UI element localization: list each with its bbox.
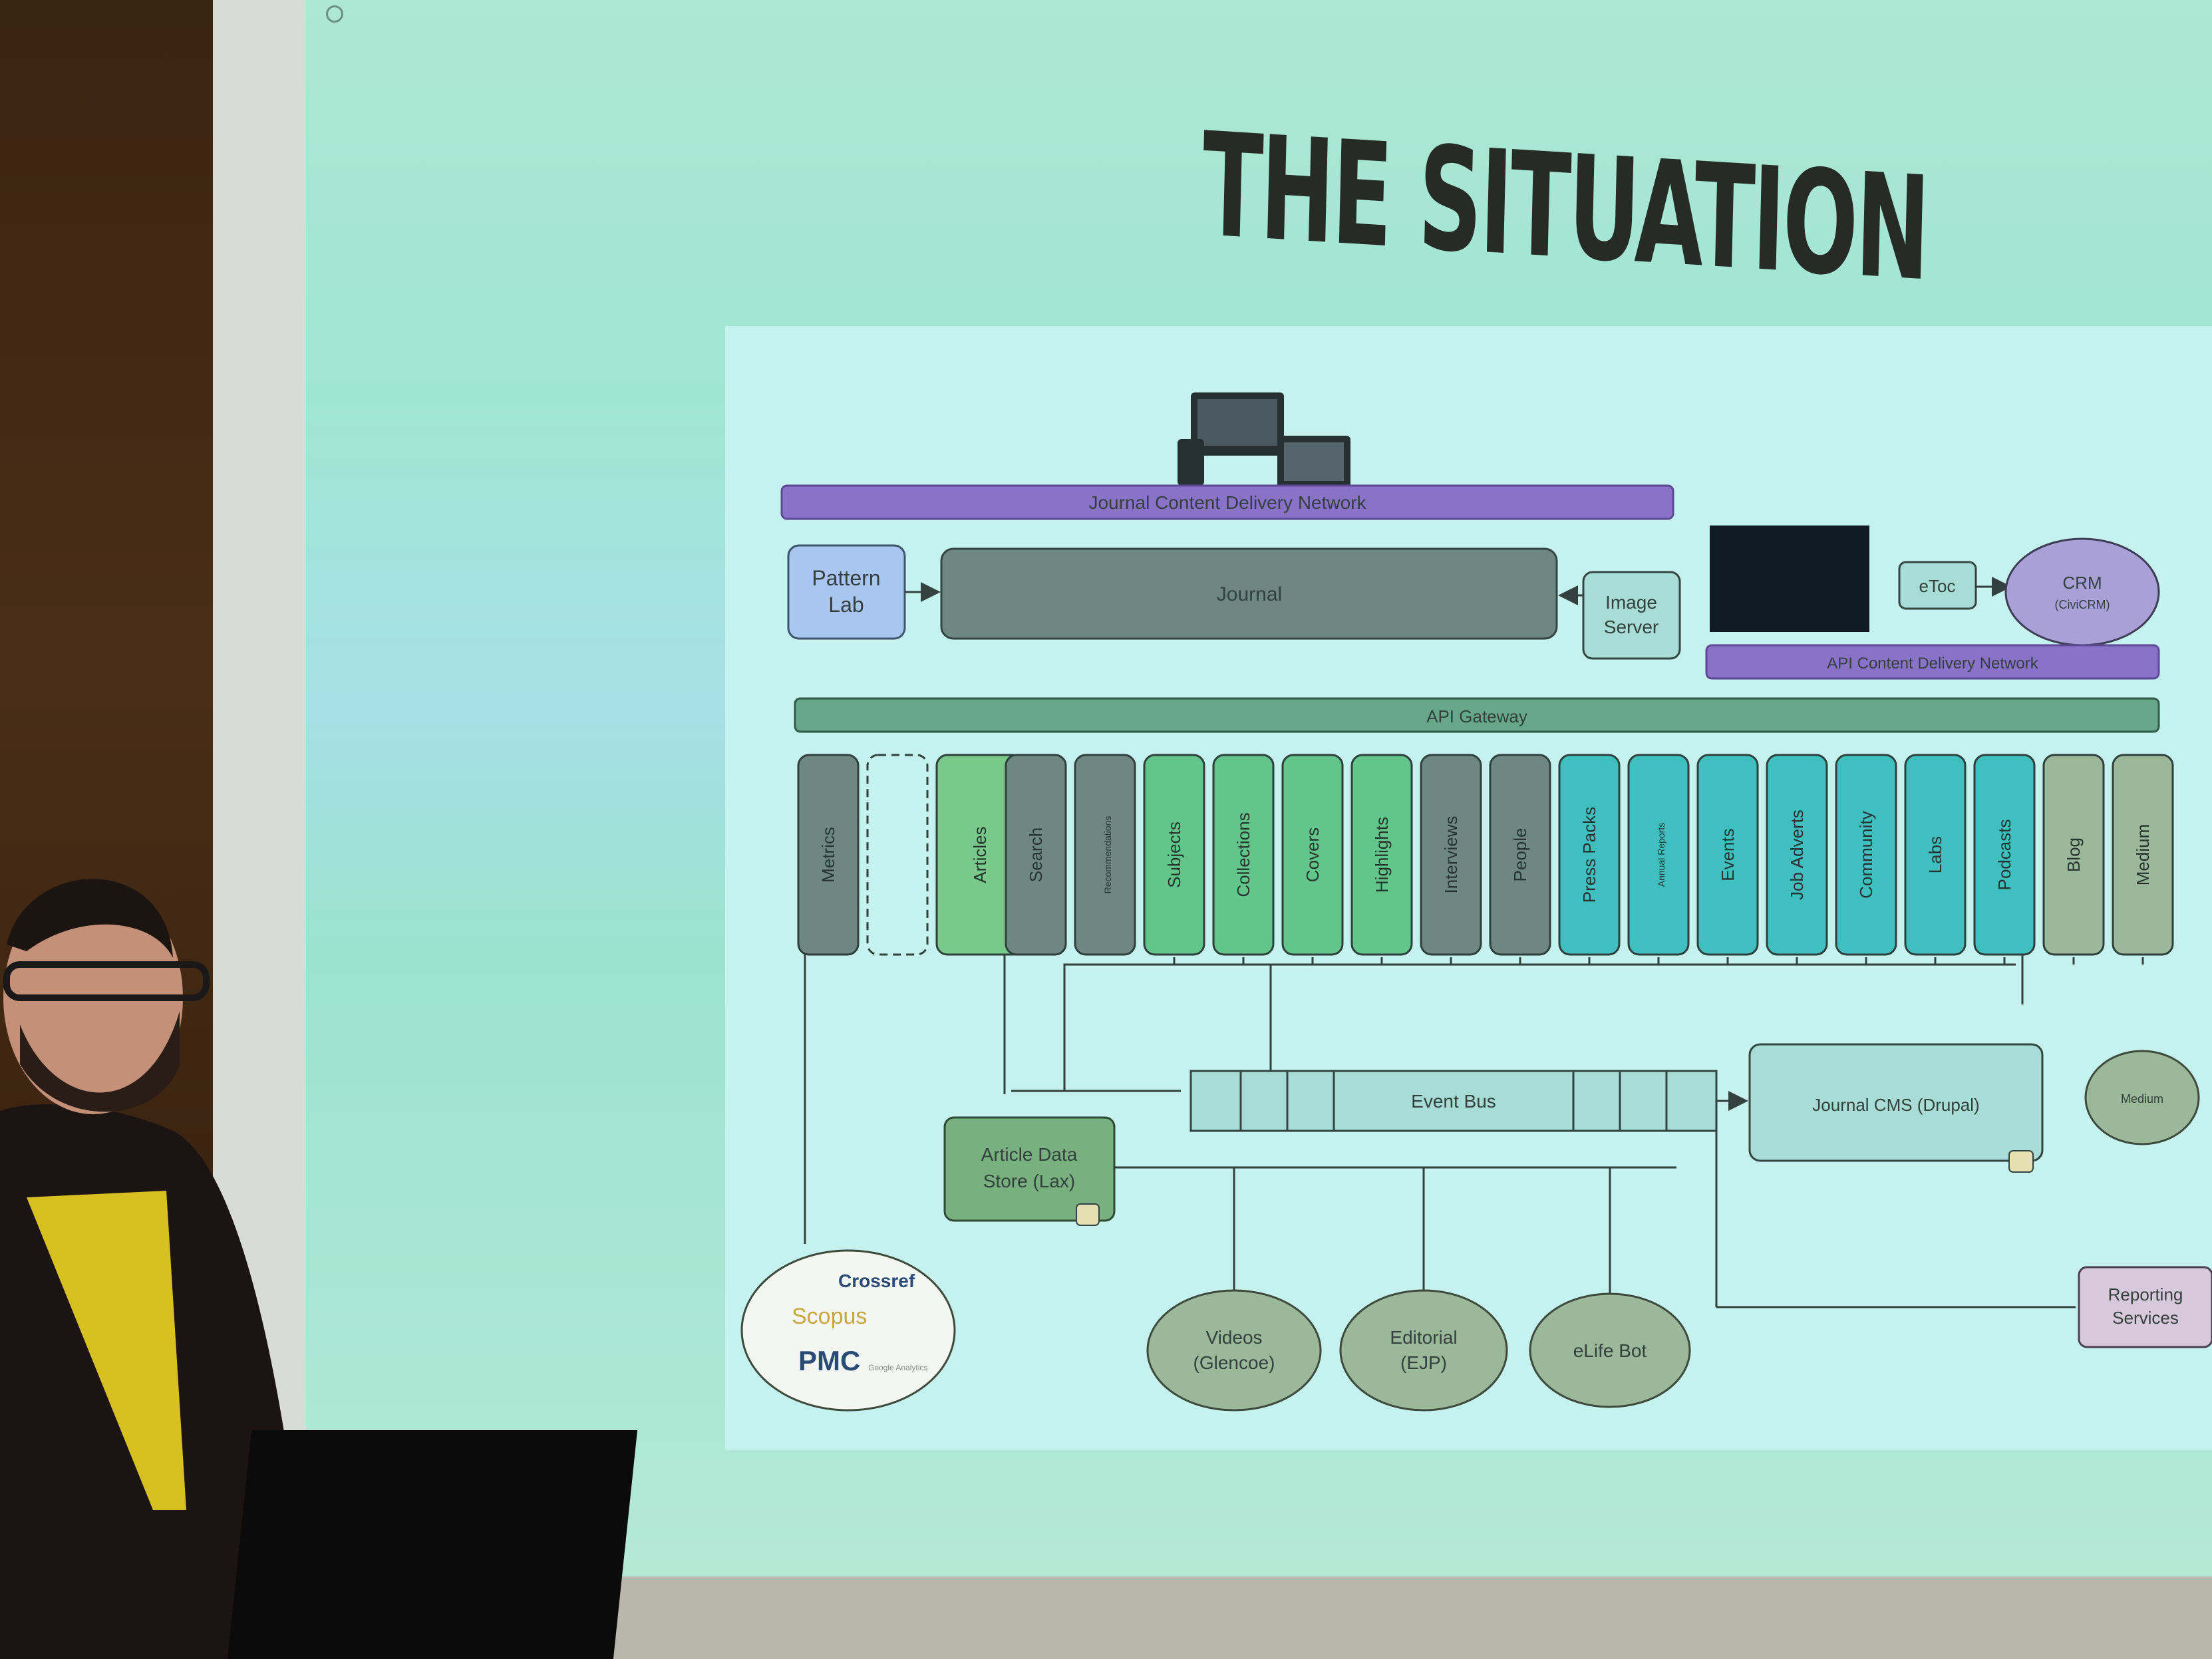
medium-cloud: Medium (2084, 1050, 2200, 1145)
service-box (1281, 754, 1344, 956)
service-box (866, 754, 929, 956)
service-box (1696, 754, 1759, 956)
svg-text:Reporting: Reporting (2108, 1284, 2183, 1304)
svg-text:Videos: Videos (1205, 1327, 1262, 1348)
service-label: Metrics (818, 827, 838, 883)
service-box (1420, 754, 1482, 956)
service-connectors (1003, 955, 2024, 1094)
architecture-diagram: Journal Content Delivery Network Pattern… (725, 326, 2212, 1450)
service-box (1350, 754, 1413, 956)
elife-bot-cloud: eLife Bot (1529, 1292, 1691, 1408)
service-label: Events (1718, 828, 1738, 881)
svg-text:Services: Services (2112, 1308, 2179, 1328)
svg-text:API Content Delivery Network: API Content Delivery Network (1827, 655, 2038, 673)
service-box (1558, 754, 1621, 956)
service-label: Job Adverts (1787, 810, 1807, 900)
svg-text:Journal: Journal (1217, 583, 1282, 605)
service-box (1973, 754, 2036, 956)
service-box (2112, 754, 2174, 956)
etoc-box: eToc (1898, 561, 1977, 610)
external-sources-cloud: Scopus Crossref PMC Google Analytics (740, 1249, 956, 1412)
svg-text:PMC: PMC (798, 1345, 860, 1376)
service-box (1143, 754, 1205, 956)
service-label: Annual Reports (1656, 823, 1666, 887)
svg-text:(EJP): (EJP) (1400, 1352, 1447, 1373)
architecture-diagram-svg: Journal Content Delivery Network Pattern… (740, 392, 2212, 1412)
preview-image (1710, 526, 1869, 632)
service-box (1212, 754, 1275, 956)
slide-title: THE SITUATION (1200, 101, 1929, 313)
service-label: Articles (970, 826, 990, 883)
svg-text:Server: Server (1604, 617, 1659, 637)
event-bus: Event Bus (1189, 1070, 1718, 1132)
store-connectors (804, 955, 2076, 1308)
svg-text:eLife Bot: eLife Bot (1573, 1340, 1647, 1361)
service-label: Podcasts (1994, 820, 2014, 891)
service-label: People (1510, 828, 1530, 882)
api-cdn-bar: API Content Delivery Network (1705, 644, 2160, 680)
svg-text:Article Data: Article Data (981, 1144, 1078, 1165)
svg-text:Lab: Lab (828, 593, 864, 617)
svg-text:Crossref: Crossref (838, 1271, 915, 1291)
reporting-services-box: Reporting Services (2078, 1266, 2212, 1348)
image-server-box: Image Server (1582, 571, 1681, 660)
service-label: Labs (1925, 836, 1945, 873)
journal-cdn-bar: Journal Content Delivery Network (780, 484, 1674, 520)
service-box (1627, 754, 1690, 956)
service-box (1904, 754, 1967, 956)
journal-cdn-label: Journal Content Delivery Network (1088, 492, 1366, 513)
editorial-cloud: Editorial (EJP) (1339, 1289, 1508, 1412)
api-gateway-bar: API Gateway (794, 697, 2160, 733)
glasses-icon (3, 961, 210, 1001)
service-box (2042, 754, 2105, 956)
videos-cloud: Videos (Glencoe) (1146, 1289, 1322, 1412)
journal-cms-box: Journal CMS (Drupal) (1748, 1043, 2044, 1173)
service-label: Blog (2064, 837, 2084, 872)
svg-text:Event Bus: Event Bus (1411, 1091, 1496, 1112)
service-label: Medium (2133, 824, 2153, 885)
service-label: Highlights (1372, 817, 1392, 893)
service-label: Press Packs (1579, 807, 1599, 903)
crm-cloud: CRM (CiviCRM) (2004, 537, 2160, 647)
devices-icon (1178, 392, 1350, 489)
article-data-store-box: Article Data Store (Lax) (943, 1116, 1116, 1226)
svg-text:CRM: CRM (2062, 573, 2102, 593)
laptop (227, 1430, 638, 1659)
svg-text:Google Analytics: Google Analytics (868, 1363, 927, 1372)
svg-text:Store (Lax): Store (Lax) (983, 1171, 1076, 1191)
svg-text:Medium: Medium (2121, 1092, 2163, 1106)
svg-text:Journal CMS (Drupal): Journal CMS (Drupal) (1812, 1095, 1979, 1115)
service-box (1005, 754, 1067, 956)
svg-text:Scopus: Scopus (792, 1304, 867, 1329)
journal-box: Journal (940, 547, 1558, 640)
pattern-lab-box: Pattern Lab (787, 544, 906, 640)
svg-text:Editorial: Editorial (1390, 1327, 1457, 1348)
service-box (1766, 754, 1828, 956)
svg-text:eToc: eToc (1919, 576, 1956, 596)
service-box (1835, 754, 1897, 956)
svg-text:(Glencoe): (Glencoe) (1193, 1352, 1275, 1373)
svg-text:Image: Image (1605, 592, 1657, 613)
svg-text:(CiviCRM): (CiviCRM) (2055, 598, 2110, 611)
service-box (1489, 754, 1551, 956)
service-label: Community (1856, 811, 1876, 898)
service-label: Recommendations (1102, 816, 1113, 894)
svg-text:API Gateway: API Gateway (1426, 706, 1527, 726)
speaker (0, 879, 313, 1659)
service-label: Covers (1303, 828, 1323, 882)
service-label: Search (1026, 828, 1046, 882)
service-label: Interviews (1441, 816, 1461, 893)
svg-text:Pattern: Pattern (812, 566, 880, 590)
service-box (797, 754, 860, 956)
service-label: Collections (1233, 812, 1253, 897)
clock-icon (326, 5, 343, 23)
service-box (1074, 754, 1136, 956)
service-columns: Metrics Articles Search Recommendations Subj… (797, 754, 2174, 965)
service-label: Subjects (1164, 822, 1184, 888)
